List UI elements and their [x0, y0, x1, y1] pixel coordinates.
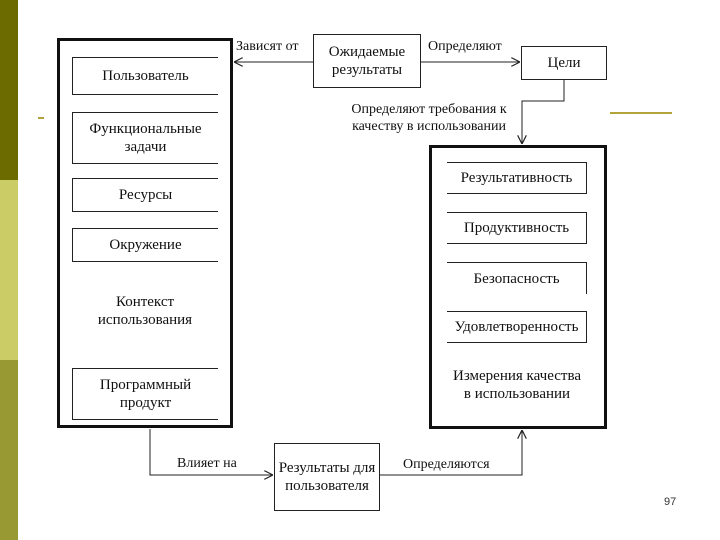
sidebar-strip-dark: [0, 0, 18, 180]
environment-box: Окружение: [72, 228, 218, 262]
goals-box: Цели: [521, 46, 607, 80]
productivity-label: Продуктивность: [463, 220, 570, 236]
effectiveness-box: Результативность: [447, 162, 587, 194]
page-number: 97: [664, 496, 677, 508]
user-label: Пользователь: [102, 68, 189, 84]
depends-on-label: Зависят от: [236, 39, 299, 54]
arrow-goals-to-right-panel: [522, 80, 565, 143]
environment-label: Окружение: [109, 237, 182, 253]
user-box: Пользователь: [72, 57, 218, 95]
user-results-label: Результаты для пользователя: [278, 460, 376, 494]
sidebar-strip-light: [0, 180, 18, 360]
expected-results-box: Ожидаемые результаты: [313, 34, 421, 88]
satisfaction-label: Удовлетворенность: [454, 319, 579, 335]
user-results-box: Результаты для пользователя: [274, 443, 380, 511]
arrow-user-results-to-right-panel: [380, 431, 522, 476]
expected-results-label: Ожидаемые результаты: [328, 44, 406, 78]
software-product-label: Программный продукт: [99, 377, 192, 411]
are-defined-label: Определяются: [403, 457, 490, 472]
sidebar-strip-mid: [0, 360, 18, 540]
affects-label: Влияет на: [177, 456, 237, 471]
arrow-left-panel-to-user-results: [149, 429, 272, 475]
quality-in-use-box: Измерения качества в использовании: [449, 356, 585, 414]
define-label: Определяют: [428, 39, 502, 54]
safety-label: Безопасность: [473, 270, 560, 287]
accent-line-right: [610, 112, 672, 114]
productivity-box: Продуктивность: [447, 212, 587, 244]
context-label: Контекст использования: [97, 294, 193, 328]
satisfaction-box: Удовлетворенность: [447, 311, 587, 343]
accent-line-left: [38, 117, 44, 119]
define-requirements-label: Определяют требования к качеству в испол…: [351, 102, 507, 134]
functional-tasks-box: Функциональные задачи: [72, 112, 218, 164]
goals-label: Цели: [547, 55, 581, 71]
resources-label: Ресурсы: [118, 187, 173, 203]
software-product-box: Программный продукт: [72, 368, 218, 420]
resources-box: Ресурсы: [72, 178, 218, 212]
functional-tasks-label: Функциональные задачи: [89, 121, 202, 155]
quality-in-use-label: Измерения качества в использовании: [452, 368, 581, 402]
context-box: Контекст использования: [72, 288, 218, 334]
effectiveness-label: Результативность: [460, 170, 573, 186]
safety-box: Безопасность: [447, 262, 587, 294]
